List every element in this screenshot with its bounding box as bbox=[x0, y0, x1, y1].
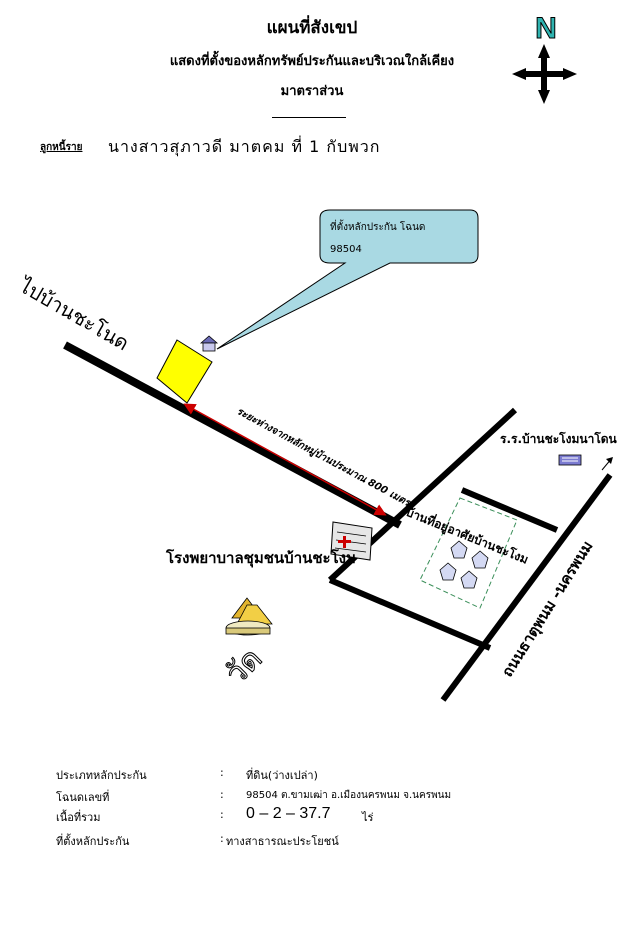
collateral-plot bbox=[156, 339, 213, 404]
area-label: เนื้อที่รวม bbox=[56, 811, 101, 824]
deed-value: 98504 ต.ขามเฒ่า อ.เมืองนครพนม จ.นครพนม bbox=[246, 790, 452, 801]
hospital-label: โรงพยาบาลชุมชนบ้านชะโงม bbox=[165, 548, 356, 568]
road-to-village-label: ไปบ้านชะโนด bbox=[14, 273, 133, 356]
info-row-deed: โฉนดเลขที่ : 98504 ต.ขามเฒ่า อ.เมืองนครพ… bbox=[0, 788, 624, 804]
road-to-chanod bbox=[63, 341, 402, 529]
area-unit: ไร่ bbox=[362, 811, 374, 824]
scale-label: มาตราส่วน bbox=[280, 84, 344, 99]
distance-label: ระยะห่างจากหลักหมู่บ้านประมาณ 800 เมตร bbox=[235, 405, 414, 510]
map-title: แผนที่สังเขป bbox=[266, 18, 358, 38]
temple-icon bbox=[225, 597, 273, 636]
owner-name: นางสาวสุภาวดี มาตคม ที่ 1 กับพวก bbox=[108, 137, 381, 156]
hospital-icon bbox=[330, 521, 373, 561]
area-value: 0 – 2 – 37.7 bbox=[246, 805, 331, 822]
type-label: ประเภทหลักประกัน bbox=[56, 769, 147, 782]
type-colon: : bbox=[220, 766, 224, 779]
deed-colon: : bbox=[220, 788, 224, 801]
info-row-area: เนื้อที่รวม : 0 – 2 – 37.7 ไร่ bbox=[0, 805, 624, 828]
location-label: ที่ตั้งหลักประกัน bbox=[56, 835, 130, 848]
type-value: ที่ดิน(ว่างเปล่า) bbox=[246, 769, 318, 782]
road-community-lower bbox=[328, 577, 492, 651]
highway-road bbox=[440, 473, 613, 702]
compass-icon: N bbox=[512, 12, 577, 104]
location-value: ทางสาธารณะประโยชน์ bbox=[226, 835, 339, 848]
school-icon bbox=[558, 454, 582, 466]
distance-arrow bbox=[183, 403, 387, 516]
title-rule bbox=[272, 117, 346, 118]
compass-letter: N bbox=[535, 12, 557, 45]
school-label: ร.ร.บ้านชะโงมนาโดน bbox=[500, 431, 618, 446]
callout-line-1: ที่ตั้งหลักประกัน โฉนด bbox=[330, 219, 425, 233]
callout-line-2: 98504 bbox=[330, 244, 362, 255]
deed-label: โฉนดเลขที่ bbox=[56, 791, 110, 804]
info-row-location: ที่ตั้งหลักประกัน : ทางสาธารณะประโยชน์ bbox=[0, 832, 624, 848]
collateral-callout: ที่ตั้งหลักประกัน โฉนด 98504 bbox=[216, 209, 479, 350]
community-houses-icon bbox=[439, 540, 489, 589]
temple-label: วัด bbox=[219, 641, 269, 691]
map-subtitle: แสดงที่ตั้งของหลักทรัพย์ประกันและบริเวณใ… bbox=[169, 54, 455, 69]
owner-label: ลูกหนี้ราย bbox=[40, 142, 83, 153]
road-community-cross bbox=[460, 487, 559, 533]
area-colon: : bbox=[220, 808, 224, 821]
house-icon bbox=[199, 335, 219, 352]
location-colon: : bbox=[220, 832, 224, 845]
community-area bbox=[419, 497, 518, 609]
info-row-type: ประเภทหลักประกัน : ที่ดิน(ว่างเปล่า) bbox=[0, 766, 624, 782]
